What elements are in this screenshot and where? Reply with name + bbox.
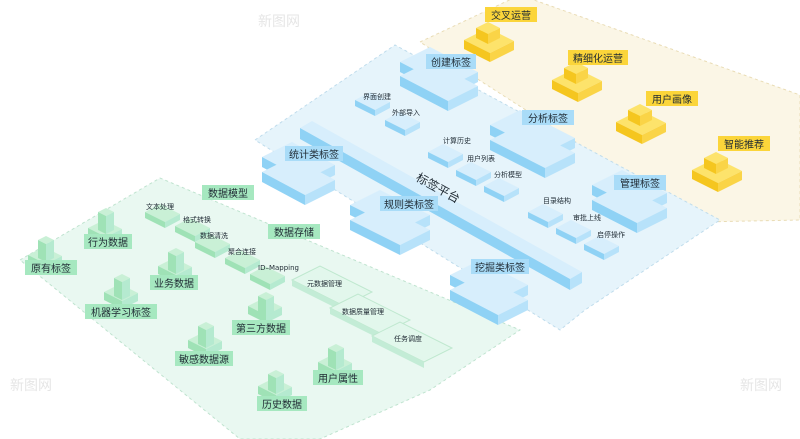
- module-item-label: 文本处理: [146, 202, 174, 211]
- tag-group-labels: 创建标签 统计类标签 分析标签 规则类标签 管理标签 挖掘类标签 界面创建 外部…: [285, 54, 666, 274]
- source-label-bg: [85, 304, 157, 319]
- tag-item-label: 外部导入: [392, 108, 420, 117]
- application-labels: 交叉运营 精细化运营 用户画像 智能推荐: [485, 7, 770, 151]
- analysis-tag-block: [490, 110, 575, 178]
- app-label-bg: [485, 7, 537, 22]
- tag-item-label: 用户列表: [467, 154, 495, 163]
- tag-item-label: 目录结构: [543, 196, 571, 205]
- tag-item-tiles: [355, 92, 619, 260]
- app-label-bg: [568, 50, 628, 65]
- tag-group-label: 分析标签: [528, 112, 568, 125]
- source-label-bg: [25, 260, 77, 275]
- app-label: 交叉运营: [491, 9, 531, 22]
- source-block-third-party: [248, 292, 282, 323]
- module-labels: 数据模型 数据存储 文本处理 格式转换 数据清洗 聚合连接 ID–Mapping: [146, 185, 320, 272]
- source-label: 业务数据: [154, 277, 194, 290]
- app-block-fine-ops: [552, 62, 602, 102]
- source-label-bg: [232, 320, 290, 335]
- module-tiles: [145, 204, 285, 290]
- module-label: 数据模型: [208, 187, 248, 200]
- app-label-bg: [718, 136, 770, 151]
- service-label: 元数据管理: [307, 279, 342, 288]
- tag-label-bg: [614, 175, 666, 190]
- source-label-bg: [257, 396, 307, 411]
- app-label: 用户画像: [652, 93, 692, 106]
- tag-item-label: 计算历史: [443, 136, 471, 145]
- module-label: 数据存储: [274, 226, 314, 239]
- module-item-label: ID–Mapping: [258, 264, 299, 272]
- source-label: 行为数据: [88, 236, 128, 249]
- tag-label-bg: [426, 54, 476, 69]
- service-label: 数据质量管理: [342, 307, 384, 316]
- app-block-smart-recommend: [692, 152, 742, 192]
- tag-label-bg: [285, 146, 343, 161]
- tag-item-label: 分析模型: [494, 170, 522, 179]
- tag-label-bg: [471, 259, 529, 274]
- mining-tag-block: [450, 260, 528, 325]
- application-blocks: [464, 22, 742, 192]
- source-labels: 原有标签 行为数据 业务数据 机器学习标签 第三方数据 敏感数据源 用户属性 历…: [25, 234, 363, 411]
- source-label: 用户属性: [318, 372, 358, 385]
- source-label: 原有标签: [31, 262, 71, 275]
- tag-group-label: 规则类标签: [384, 198, 434, 211]
- source-label: 敏感数据源: [179, 353, 229, 366]
- module-item-label: 聚合连接: [228, 247, 256, 256]
- tag-group-label: 创建标签: [431, 56, 471, 69]
- app-label: 精细化运营: [573, 52, 623, 65]
- module-item-label: 数据清洗: [200, 231, 228, 240]
- source-label-bg: [175, 351, 233, 366]
- tag-label-bg: [522, 110, 574, 125]
- watermark-text: 新图网: [10, 378, 52, 394]
- tag-item-label: 启停操作: [597, 230, 625, 239]
- watermark-text: 新图网: [258, 14, 300, 30]
- source-label: 第三方数据: [236, 322, 286, 335]
- tag-label-bg: [380, 196, 438, 211]
- source-label-bg: [84, 234, 132, 249]
- source-label-bg: [313, 370, 363, 385]
- source-label: 历史数据: [262, 398, 302, 411]
- app-label: 智能推荐: [724, 138, 764, 151]
- tag-group-label: 管理标签: [620, 177, 660, 190]
- module-label-bg: [268, 224, 320, 239]
- tag-group-label: 挖掘类标签: [475, 261, 525, 274]
- manage-tag-block: [592, 170, 667, 233]
- source-label: 机器学习标签: [91, 306, 151, 319]
- service-plates: [290, 265, 454, 368]
- module-label-bg: [202, 185, 254, 200]
- tag-item-label: 审批上线: [573, 213, 601, 222]
- service-label: 任务调度: [394, 334, 422, 343]
- module-item-label: 格式转换: [183, 215, 211, 224]
- source-label-bg: [150, 275, 198, 290]
- app-block-user-portrait: [616, 104, 666, 144]
- stat-tag-block: [262, 142, 335, 205]
- service-labels: 元数据管理 数据质量管理 任务调度: [307, 279, 422, 343]
- app-label-bg: [646, 91, 698, 106]
- watermark-text: 新图网: [740, 378, 782, 394]
- tag-group-label: 统计类标签: [289, 148, 339, 161]
- app-block-cross-ops: [464, 22, 514, 62]
- tag-item-label: 界面创建: [363, 92, 391, 101]
